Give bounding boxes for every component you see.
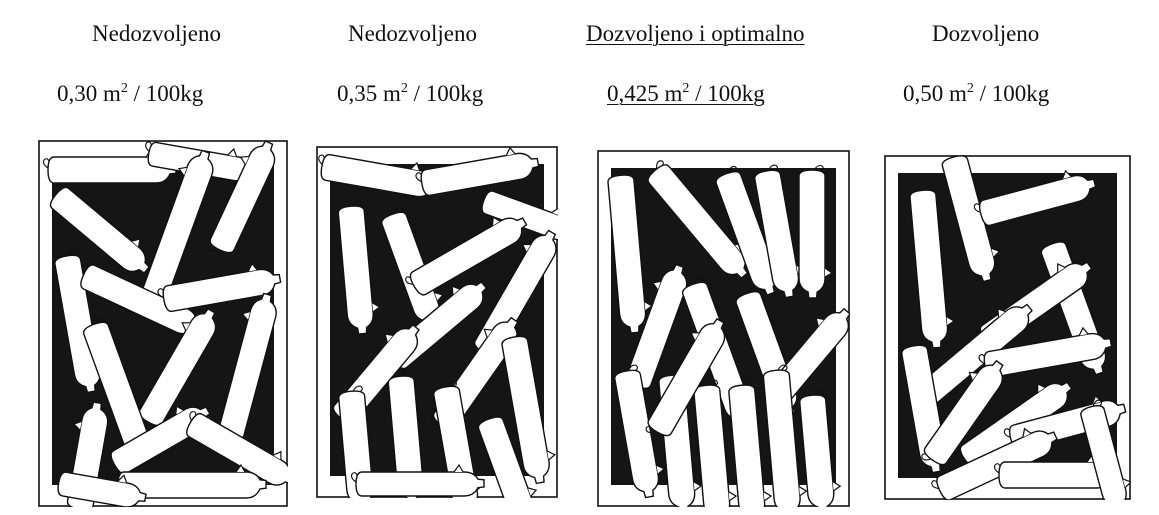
panel-title: Dozvoljeno i optimalno <box>586 22 804 45</box>
density-label: 0,50 m2 / 100kg <box>903 82 1049 105</box>
pig-pen-drawing <box>38 140 288 507</box>
panel-title: Dozvoljeno <box>932 22 1039 45</box>
density-label: 0,30 m2 / 100kg <box>57 82 203 105</box>
density-label: 0,35 m2 / 100kg <box>337 82 483 105</box>
pig-pen-drawing <box>316 146 558 498</box>
panel-title: Nedozvoljeno <box>92 22 221 45</box>
density-label: 0,425 m2 / 100kg <box>607 82 765 105</box>
panel-title: Nedozvoljeno <box>348 22 477 45</box>
pig-pen-drawing <box>884 155 1131 500</box>
pig-pen-drawing <box>597 150 850 507</box>
